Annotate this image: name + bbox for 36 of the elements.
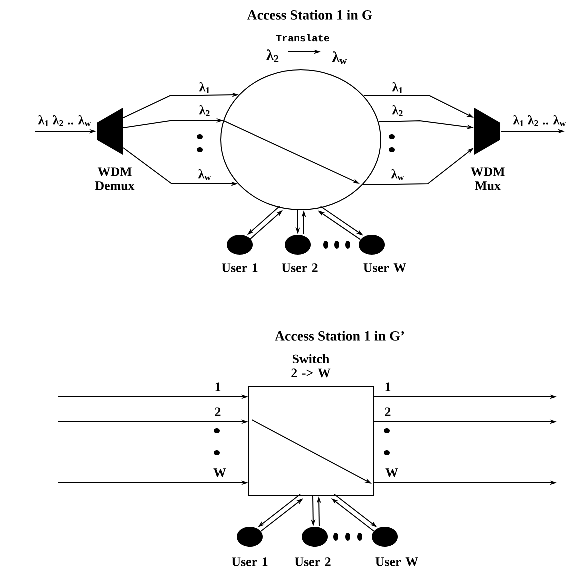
node-label: User W xyxy=(364,264,406,272)
user-terminal: User 2 xyxy=(282,235,318,272)
title: Access Station 1 in G’ xyxy=(275,331,404,341)
edge-label: λ$_{1}$ xyxy=(392,82,404,94)
edge-label: 2 xyxy=(214,406,222,418)
edge-label: λ$_{1}$ λ$_{2}$ .. λ$_{w}$ xyxy=(37,114,93,128)
edge-label: 1 xyxy=(214,382,222,392)
edge-label: λ$_{w}$ xyxy=(390,168,406,182)
node-label: User 1 xyxy=(232,558,268,566)
user-terminal: User 1 xyxy=(222,235,258,272)
edge-label: 2 xyxy=(384,406,392,418)
user-terminal: User 1 xyxy=(232,527,268,566)
user-terminal: User W xyxy=(359,235,406,272)
edge-label: W xyxy=(384,468,400,478)
annotation: Translate xyxy=(276,34,330,42)
demultiplexer: WDM Demux xyxy=(95,108,135,190)
node-label: User 1 xyxy=(222,264,258,272)
edge-label: 1 xyxy=(384,382,392,392)
edge-label: λ$_{2}$ xyxy=(392,104,404,118)
user-terminal: User 2 xyxy=(295,527,331,566)
node-label: User 2 xyxy=(282,264,318,272)
node-label: User 2 xyxy=(294,558,331,566)
user-terminal: User W xyxy=(372,527,418,566)
edge-label: λ$_{2}$ xyxy=(198,104,212,118)
edge-label: λ$_{1}$ λ$_{2}$ .. λ$_{w}$ xyxy=(512,114,568,128)
edge-label: λ$_{1}$ xyxy=(198,82,212,94)
node-label: Switch 2 -> W xyxy=(292,354,331,378)
node-label: WDM Mux xyxy=(470,168,505,190)
title: Access Station 1 in G xyxy=(247,10,372,20)
edge-label: W xyxy=(212,468,228,478)
node-label: User W xyxy=(376,558,418,566)
station-ellipse xyxy=(220,70,382,210)
switch-box: Switch 2 -> W xyxy=(248,354,374,496)
edge-label: λ$_{w}$ xyxy=(198,168,212,182)
multiplexer: WDM Mux xyxy=(470,108,505,190)
node-label: WDM Demux xyxy=(95,168,135,190)
